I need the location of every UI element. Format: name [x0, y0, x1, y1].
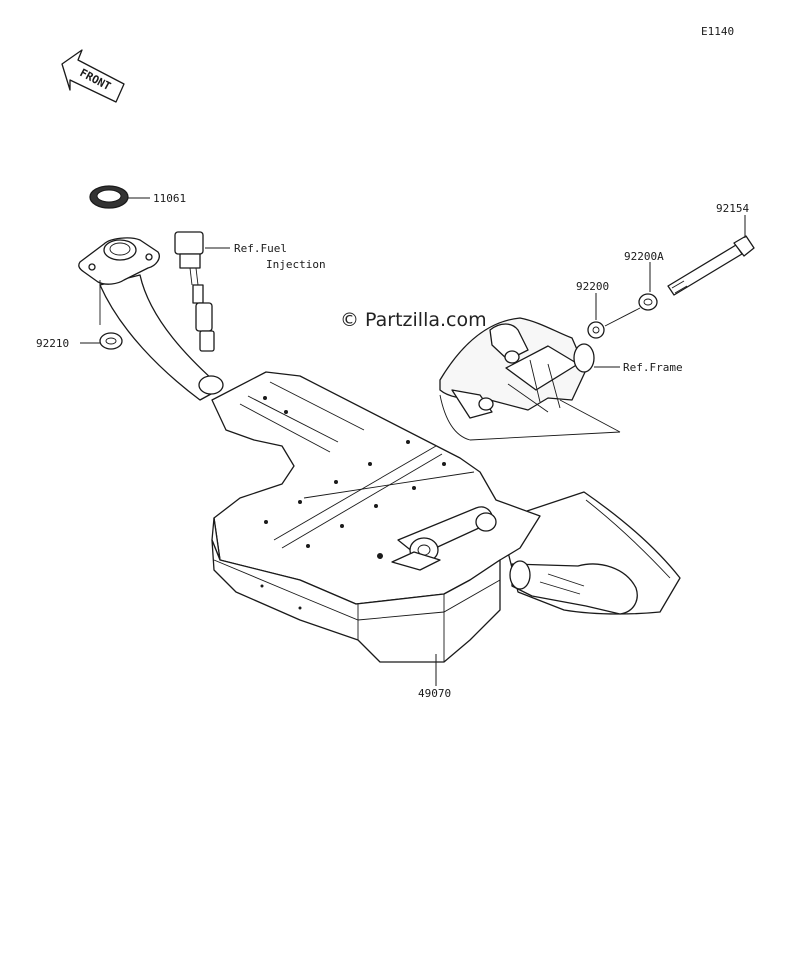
front-arrow-icon: FRONT [61, 49, 125, 103]
nut-92200a [638, 293, 658, 311]
diagram-code: E1140 [701, 25, 734, 38]
watermark: © Partzilla.com [340, 309, 487, 331]
gasket-11061 [89, 185, 129, 209]
frame-bracket [439, 317, 621, 441]
nut-92210 [99, 332, 123, 350]
callout-ref-fuel-line1: Ref.Fuel [234, 242, 287, 255]
callout-ref-fuel-line2: Injection [266, 258, 326, 271]
callout-ref-frame: Ref.Frame [623, 361, 683, 374]
exhaust-header-pipe [78, 237, 223, 401]
callout-92154: 92154 [716, 202, 749, 215]
muffler-49070 [211, 371, 681, 663]
bolt-92154 [667, 235, 755, 296]
callout-92210: 92210 [36, 337, 69, 350]
sensor-boss [198, 375, 224, 395]
callout-11061: 11061 [153, 192, 186, 205]
callout-49070: 49070 [418, 687, 451, 700]
washer-92200 [587, 321, 605, 339]
oxygen-sensor [174, 231, 215, 352]
callout-92200a: 92200A [624, 250, 664, 263]
callout-92200: 92200 [576, 280, 609, 293]
